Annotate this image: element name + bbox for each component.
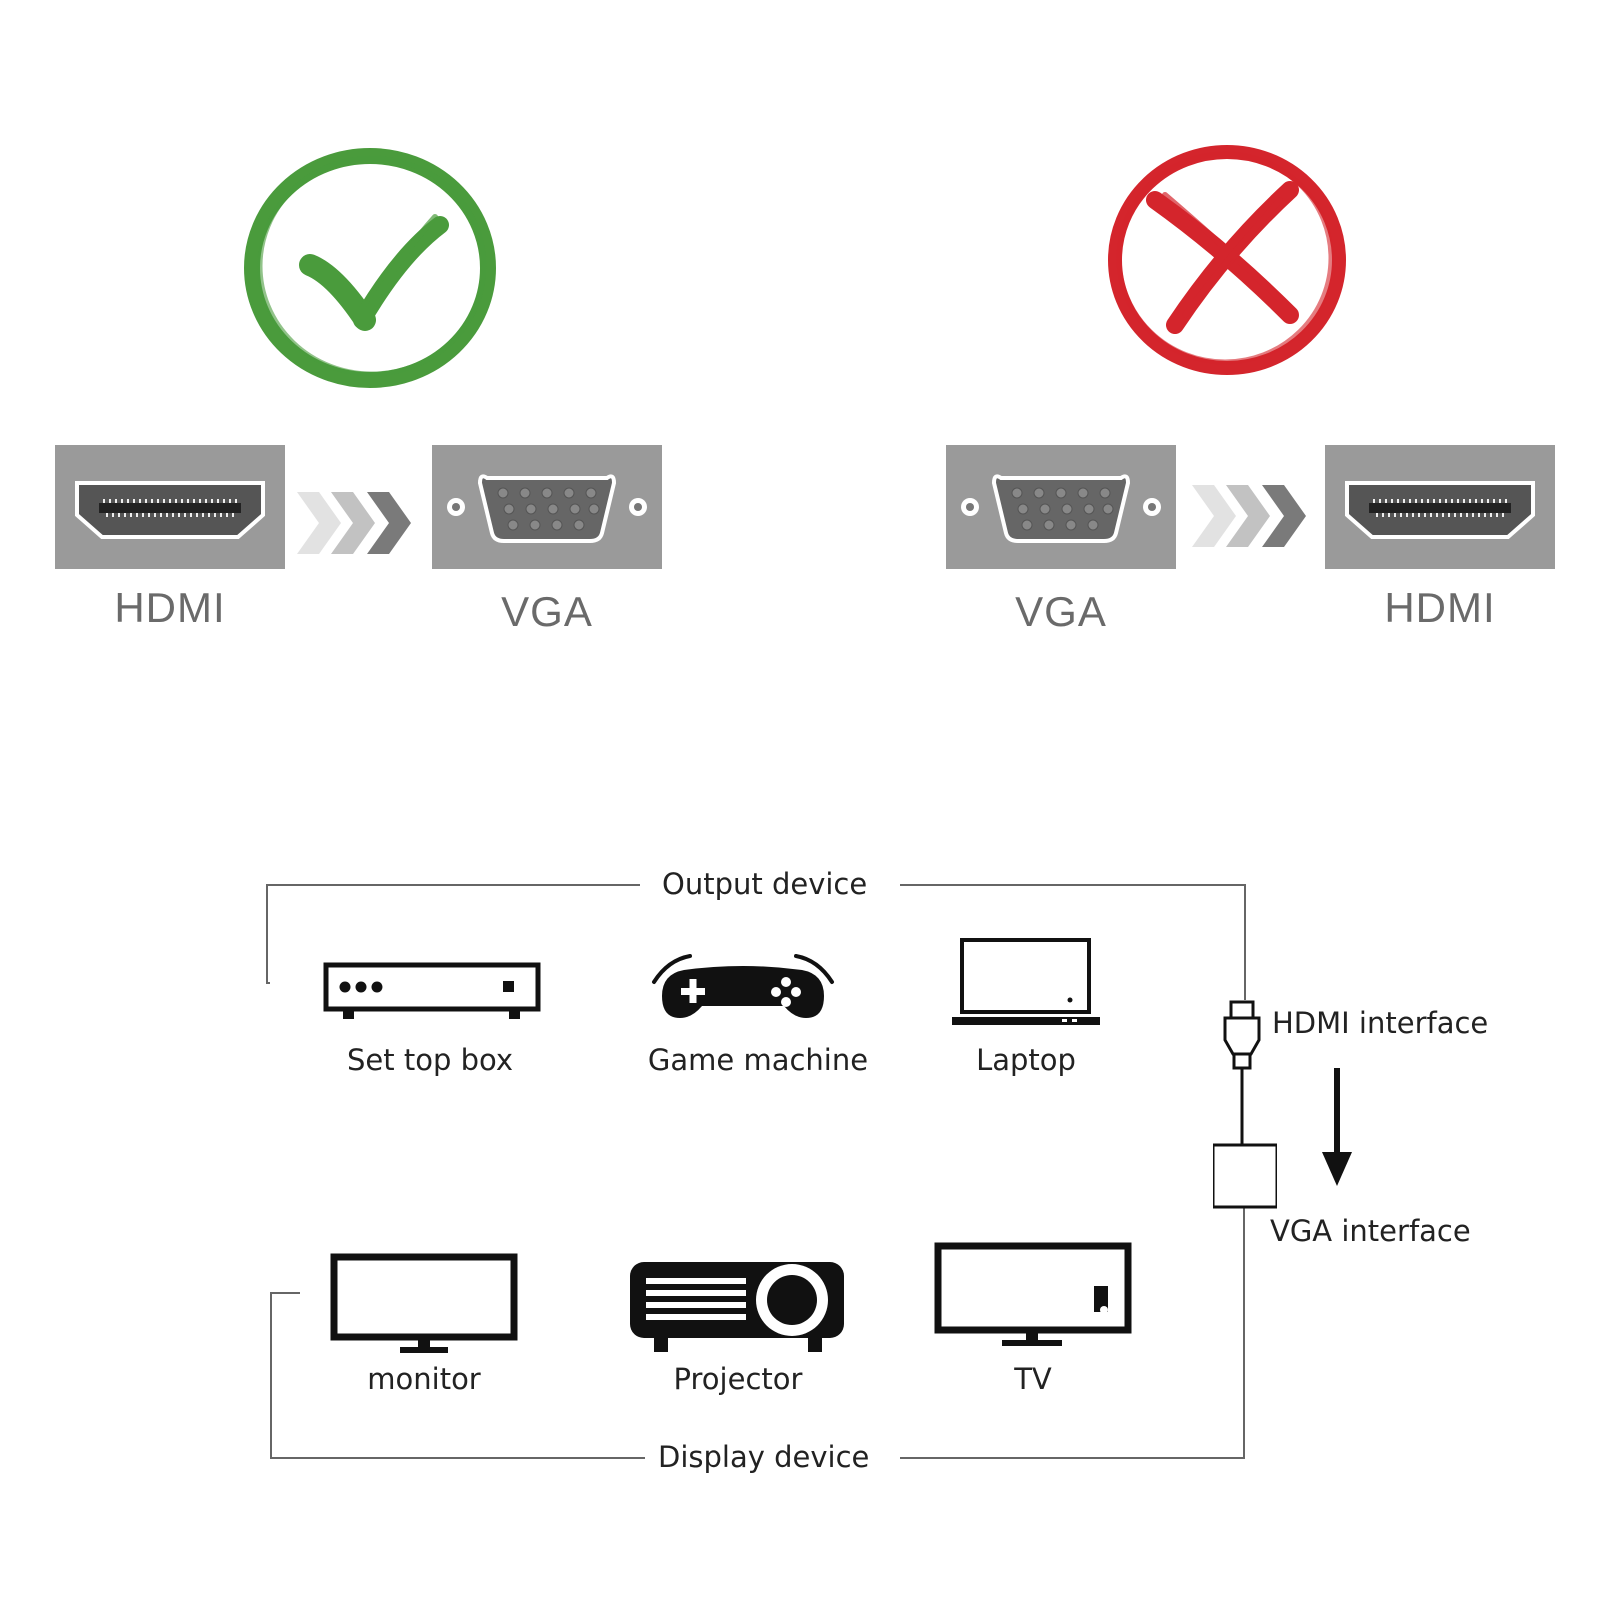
- monitor-label: monitor: [367, 1362, 481, 1396]
- gamepad-icon: [652, 954, 834, 1018]
- monitor-icon: [330, 1253, 518, 1353]
- hdmi-port-icon: [1345, 481, 1535, 539]
- vga-label: VGA: [1015, 588, 1107, 635]
- check-icon: [244, 148, 496, 388]
- vga-port-icon: [961, 474, 1161, 543]
- hdmi-port-plate: [55, 445, 285, 569]
- projector-icon: [630, 1262, 844, 1352]
- hdmi-port-plate: [1325, 445, 1555, 569]
- vga-port-plate: [946, 445, 1176, 569]
- vga-port-plate: [432, 445, 662, 569]
- hdmi-label: HDMI: [1384, 584, 1496, 631]
- output-device-title: Output device: [662, 867, 868, 901]
- display-device-title: Display device: [658, 1440, 870, 1474]
- down-arrow-icon: [1322, 1068, 1352, 1186]
- cross-icon: [1108, 145, 1346, 375]
- arrow-chevrons-icon: [297, 492, 411, 554]
- hdmi-port-icon: [75, 481, 265, 539]
- hdmi-interface-label: HDMI interface: [1272, 1006, 1489, 1040]
- vga-port-icon: [447, 474, 647, 543]
- hdmi-label: HDMI: [114, 584, 226, 631]
- tv-label: TV: [1014, 1362, 1052, 1396]
- projector-label: Projector: [673, 1362, 803, 1396]
- set-top-box-label: Set top box: [347, 1043, 513, 1077]
- laptop-label: Laptop: [976, 1043, 1076, 1077]
- hdmi-plug-icon: [1213, 1000, 1277, 1209]
- set-top-box-icon: [323, 962, 541, 1019]
- tv-icon: [934, 1242, 1132, 1346]
- arrow-chevrons-icon: [1192, 485, 1306, 547]
- laptop-icon: [952, 938, 1100, 1025]
- vga-label: VGA: [501, 588, 593, 635]
- game-machine-label: Game machine: [647, 1043, 869, 1077]
- vga-interface-label: VGA interface: [1270, 1214, 1471, 1248]
